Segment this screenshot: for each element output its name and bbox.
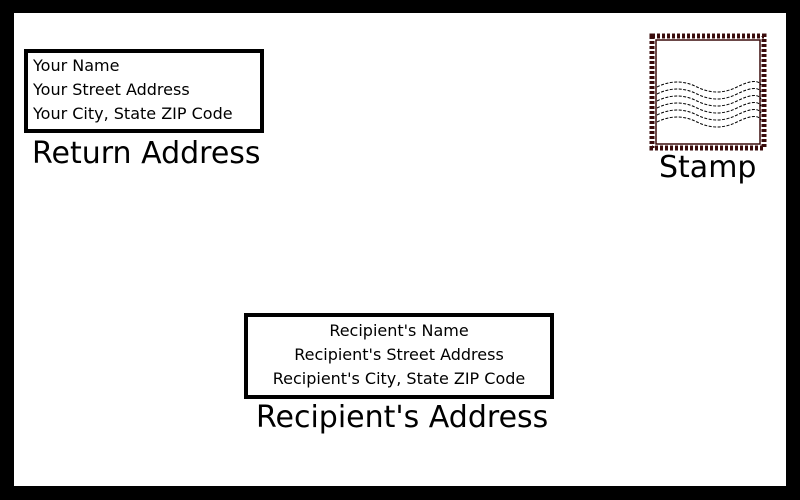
recipient-city-line: Recipient's City, State ZIP Code [272,369,526,388]
recipient-street-line: Recipient's Street Address [294,345,504,364]
recipient-address-box: Recipient's Name Recipient's Street Addr… [244,313,554,399]
return-street-line: Your Street Address [33,80,190,99]
recipient-name-line: Recipient's Name [329,321,469,340]
return-city-line: Your City, State ZIP Code [33,104,233,123]
return-name-line: Your Name [33,56,120,75]
return-address-box: Your Name Your Street Address Your City,… [24,49,264,133]
stamp-caption: Stamp [659,150,757,185]
stamp-icon [649,33,767,151]
return-address-caption: Return Address [32,136,261,171]
recipient-address-caption: Recipient's Address [256,400,549,435]
envelope: Your Name Your Street Address Your City,… [14,13,786,486]
postmark-wave-icon [656,81,762,128]
